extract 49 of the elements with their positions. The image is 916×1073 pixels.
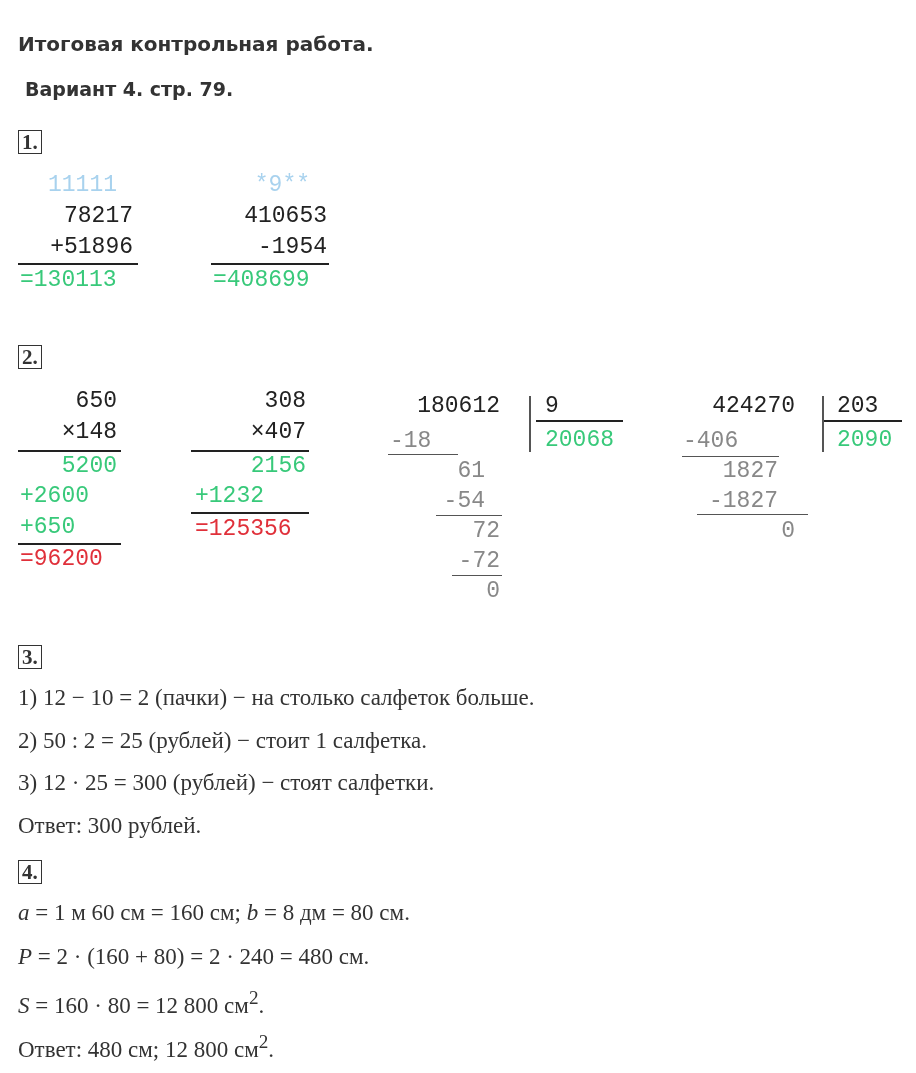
subtrahend: -72 xyxy=(458,548,500,576)
number: -1954 xyxy=(258,234,327,262)
solution-line: S = 160 · 80 = 12 800 см$^{2}$. xyxy=(18,986,265,1020)
dividend: 180612 xyxy=(417,393,500,421)
result: =408699 xyxy=(213,267,310,295)
subtrahend: -54 xyxy=(443,488,485,516)
answer-line: Ответ: 480 см; 12 800 см$^{2}$. xyxy=(18,1030,275,1064)
number: 308 xyxy=(264,388,306,416)
result: =96200 xyxy=(20,546,103,574)
partial-product: 5200 xyxy=(61,453,117,481)
subheading: Вариант 4. стр. 79. xyxy=(25,78,234,101)
carry-digits: 11111 xyxy=(48,172,117,200)
subtrahend: -406 xyxy=(683,428,739,456)
remainder: 72 xyxy=(472,518,500,546)
solution-line: 1) 12 − 10 = 2 (пачки) − на столько салфеток больше. xyxy=(18,684,535,712)
answer-line: Ответ: 300 рублей. xyxy=(18,812,202,840)
dividend: 424270 xyxy=(712,393,795,421)
quotient: 2090 xyxy=(837,427,893,455)
subtrahend: -1827 xyxy=(709,488,778,516)
number: 650 xyxy=(75,388,117,416)
heading: Итоговая контрольная работа. xyxy=(18,32,374,56)
remainder: 1827 xyxy=(722,458,778,486)
partial-product: 2156 xyxy=(250,453,306,481)
number: 410653 xyxy=(244,203,327,231)
remainder: 0 xyxy=(781,518,795,546)
problem-number: 4. xyxy=(18,860,42,885)
divisor: 203 xyxy=(837,393,879,421)
result: =125356 xyxy=(195,516,292,544)
result: =130113 xyxy=(20,267,117,295)
solution-line: a = 1 м 60 см = 160 см; b = 8 дм = 80 см. xyxy=(18,899,410,927)
solution-line: 2) 50 : 2 = 25 (рублей) − стоит 1 салфетка. xyxy=(18,727,427,755)
divisor: 9 xyxy=(545,393,559,421)
number: ×407 xyxy=(250,419,306,447)
problem-number: 2. xyxy=(18,345,42,370)
solution-line: P = 2 · (160 + 80) = 2 · 240 = 480 см. xyxy=(18,943,370,971)
number: ×148 xyxy=(61,419,117,447)
problem-number: 1. xyxy=(18,130,42,155)
subtrahend: -18 xyxy=(390,428,432,456)
borrow-marks: *9** xyxy=(254,172,310,200)
remainder: 0 xyxy=(486,578,500,606)
number: +51896 xyxy=(50,234,133,262)
solution-line: 3) 12 · 25 = 300 (рублей) − стоят салфетки. xyxy=(18,769,435,797)
remainder: 61 xyxy=(457,458,485,486)
quotient: 20068 xyxy=(545,427,614,455)
partial-product: +650 xyxy=(20,514,76,542)
partial-product: +2600 xyxy=(20,483,89,511)
partial-product: +1232 xyxy=(195,483,264,511)
problem-number: 3. xyxy=(18,645,42,670)
number: 78217 xyxy=(64,203,133,231)
